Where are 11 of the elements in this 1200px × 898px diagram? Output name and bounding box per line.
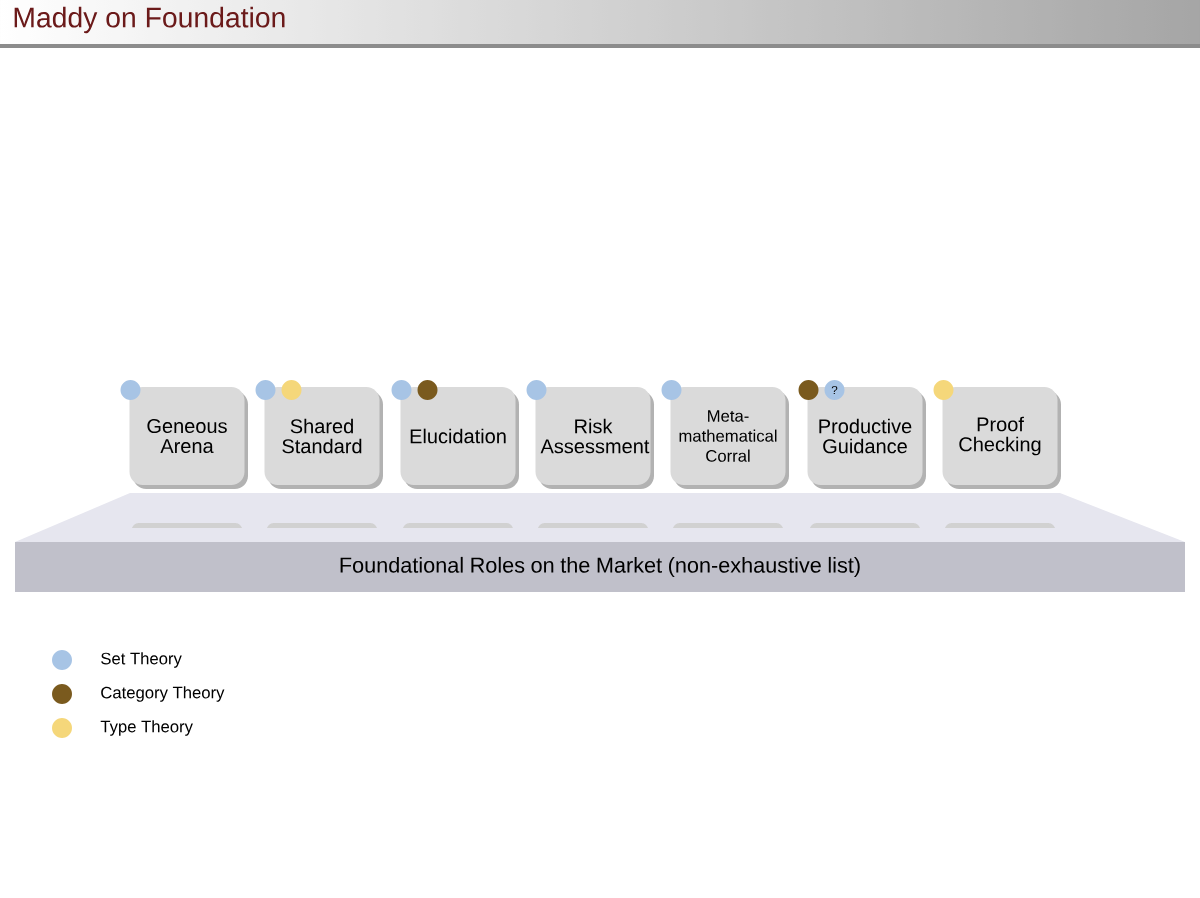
role-box: Risk Assessment	[535, 387, 654, 489]
legend-label: Type Theory	[100, 720, 193, 736]
role-box: Geneous Arena	[129, 387, 248, 489]
role-box: Meta-mathematical Corral	[670, 387, 789, 489]
title: Maddy on Foundation	[14, 6, 285, 34]
legend-label: Category Theory	[101, 686, 225, 702]
role-box: Shared Standard	[264, 387, 383, 489]
role-box: Elucidation	[400, 387, 519, 489]
role-box: Proof Checking	[942, 387, 1061, 489]
legend-label: Set Theory	[101, 652, 182, 668]
platform: Foundational Roles on the Market (non-exhaustive list)	[15, 493, 1185, 592]
